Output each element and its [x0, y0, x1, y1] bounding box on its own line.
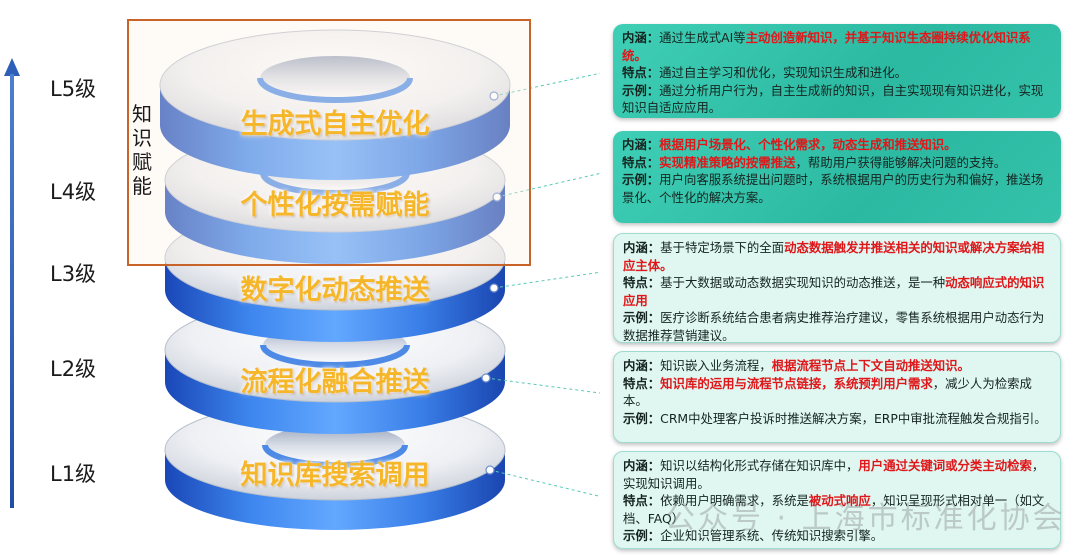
level-label-l3: L3级 [50, 262, 97, 286]
level-label-l5: L5级 [50, 77, 97, 101]
disc-title-l3: 数字化动态推送 [240, 275, 430, 306]
text: ，知识呈现形式相对单一（如文档、FAQ） [623, 493, 1045, 526]
label-shili: 示例： [622, 172, 660, 187]
text: ，减少人为检索成本。 [623, 375, 1032, 409]
disc-title-l2: 流程化融合推送 [240, 367, 430, 398]
label-tedian: 特点： [623, 375, 661, 391]
highlight: 根据流程节点上下文自动推送知识。 [771, 358, 970, 373]
card-l3: 内涵：基于特定场景下的全面动态数据触发并推送相关的知识或解决方案给相应主体。 特… [613, 233, 1061, 343]
label-shili: 示例： [623, 410, 661, 426]
label-neihan: 内涵： [623, 458, 661, 473]
label-shili: 示例： [623, 310, 661, 325]
text: ，实现知识调用。 [623, 458, 1045, 491]
connector-dots [481, 91, 502, 475]
empowerment-label: 知识赋能 [132, 102, 152, 198]
highlight: 根据用户场景化、个性化需求，动态生成和推送知识。 [659, 137, 957, 152]
card-l2: 内涵：知识嵌入业务流程，根据流程节点上下文自动推送知识。 特点：知识库的运用与流… [613, 351, 1061, 443]
highlight: 实现精准策略的按需推送 [659, 154, 796, 170]
text: 通过自主学习和优化，实现知识生成和进化。 [659, 65, 907, 80]
text: 企业知识管理系统、传统知识搜索引擎。 [660, 528, 884, 543]
text: 知识嵌入业务流程， [660, 358, 772, 373]
text: 依赖用户明确需求，系统是 [660, 493, 809, 508]
label-neihan: 内涵： [623, 358, 661, 373]
card-l1: 内涵：知识以结构化形式存储在知识库中，用户通过关键词或分类主动检索，实现知识调用… [613, 451, 1061, 549]
highlight: 动态响应式的知识应用 [623, 275, 1045, 308]
disc-title-l5: 生成式自主优化 [240, 109, 430, 140]
text: 通过生成式AI等 [659, 30, 746, 45]
disc-title-l1: 知识库搜索调用 [240, 460, 430, 491]
label-tedian: 特点： [622, 65, 660, 80]
disc-l5 [159, 29, 511, 180]
connectors [485, 72, 600, 497]
text: 通过分析用户行为，自主生成新的知识，自主实现现有知识进化，实现知识自适应应用。 [622, 82, 1044, 116]
label-shili: 示例： [622, 82, 660, 98]
highlight: 知识库的运用与流程节点链接，系统预判用户需求 [660, 375, 933, 391]
highlight: 用户通过关键词或分类主动检索 [858, 458, 1032, 473]
label-neihan: 内涵： [623, 240, 661, 255]
label-neihan: 内涵： [622, 137, 660, 152]
text: CRM中处理客户投诉时推送解决方案，ERP中审批流程触发合规指引。 [660, 410, 1047, 426]
highlight: 主动创造新知识，并基于知识生态圈持续优化知识系统。 [622, 30, 1031, 63]
disc-title-l4: 个性化按需赋能 [240, 190, 430, 221]
highlight: 动态数据触发并推送相关的知识或解决方案给相应主体。 [623, 240, 1045, 273]
text: 基于大数据或动态数据实现知识的动态推送，是一种 [660, 275, 946, 290]
label-neihan: 内涵： [622, 30, 660, 45]
text: 用户向客服系统提出问题时，系统根据用户的历史行为和偏好，推送场景化、个性化的解决… [622, 172, 1044, 205]
level-label-l4: L4级 [50, 180, 97, 204]
highlight: 被动式响应 [808, 493, 871, 508]
text: 基于特定场景下的全面 [660, 240, 785, 255]
disc-stack [159, 29, 600, 530]
text: ，帮助用户获得能够解决问题的支持。 [795, 154, 1007, 170]
text: 医疗诊断系统结合患者病史推荐治疗建议，零售系统根据用户动态行为数据推荐营销建议。 [623, 310, 1045, 343]
label-tedian: 特点： [623, 275, 661, 290]
text: 知识以结构化形式存储在知识库中， [660, 458, 859, 473]
level-label-l1: L1级 [50, 462, 97, 486]
label-shili: 示例： [623, 528, 661, 543]
progression-arrow [4, 58, 20, 508]
label-tedian: 特点： [622, 154, 660, 170]
card-l5: 内涵：通过生成式AI等主动创造新知识，并基于知识生态圈持续优化知识系统。 特点：… [613, 24, 1061, 118]
label-tedian: 特点： [623, 493, 661, 508]
card-l4: 内涵：根据用户场景化、个性化需求，动态生成和推送知识。 特点：实现精准策略的按需… [613, 131, 1061, 223]
knowledge-empowerment-box [127, 19, 531, 266]
level-label-l2: L2级 [50, 357, 97, 381]
